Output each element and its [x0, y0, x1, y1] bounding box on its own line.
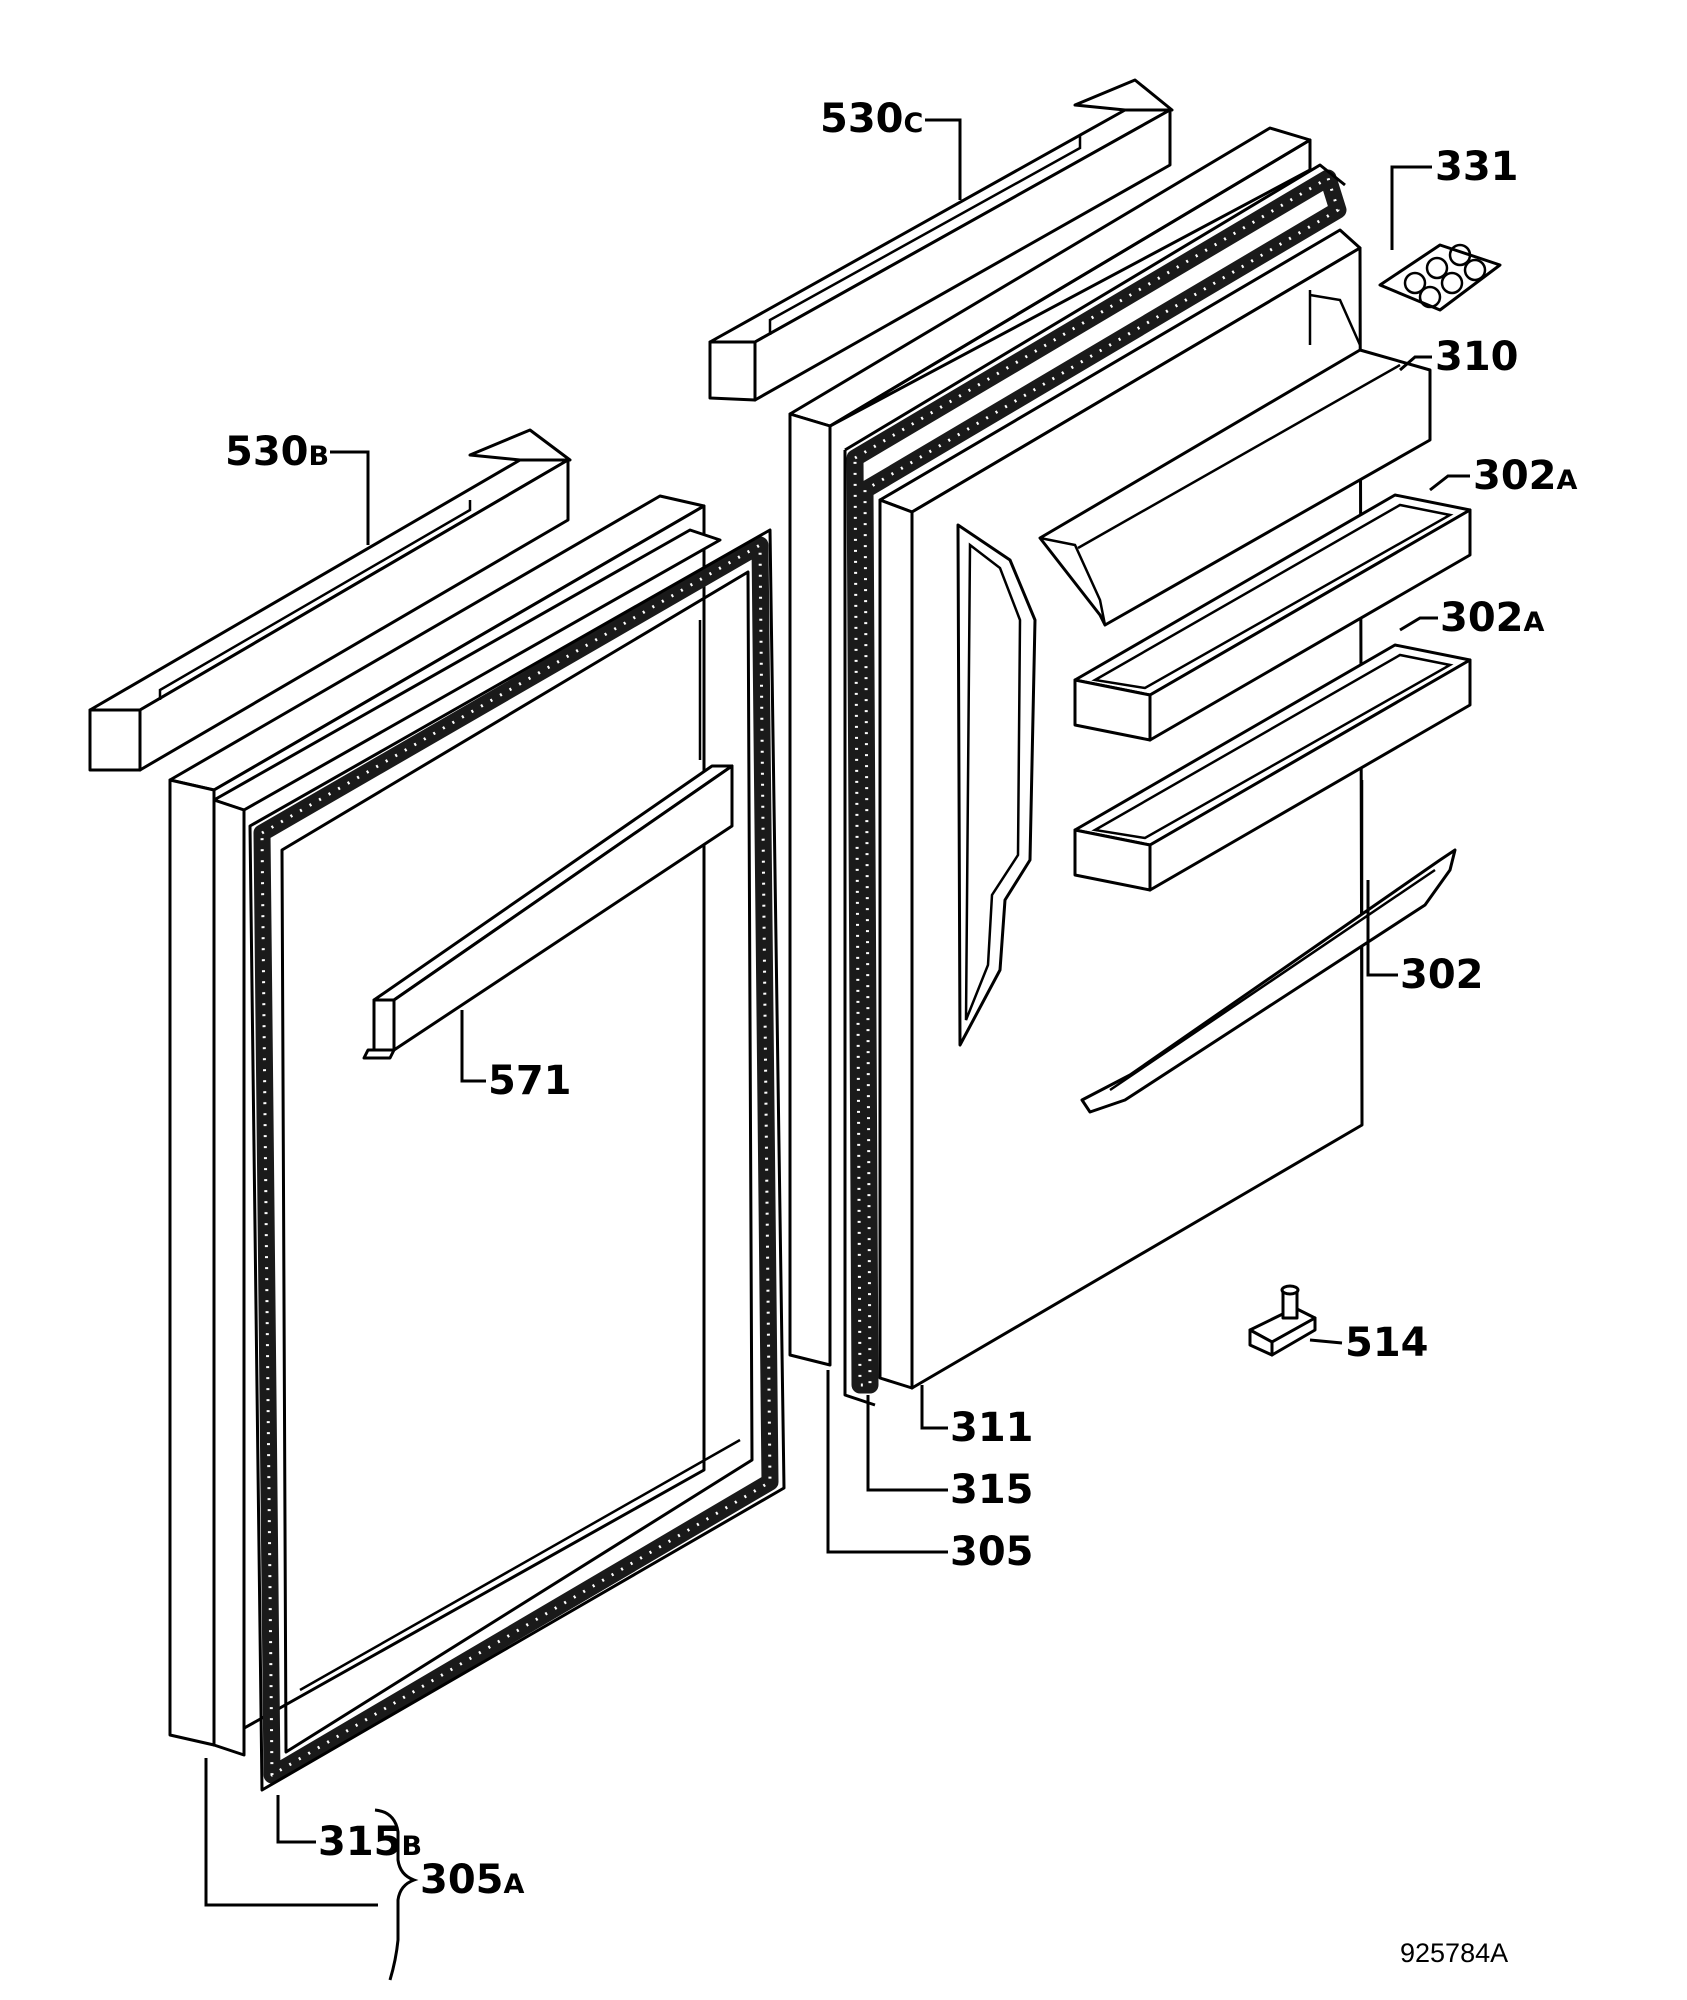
part-302-shelf-rail — [1080, 848, 1457, 1114]
part-302a-shelf-lower — [1073, 643, 1472, 892]
label-311: 311 — [950, 1405, 1034, 1451]
label-331: 331 — [1435, 144, 1519, 190]
part-302a-shelf-upper — [1073, 493, 1472, 742]
brace-305a — [374, 1808, 419, 1981]
label-310: 310 — [1435, 334, 1519, 380]
leader-lines — [204, 118, 1470, 1907]
part-315-gasket — [843, 163, 1347, 1407]
part-inner-liner — [212, 528, 722, 1757]
part-315b-gasket — [248, 528, 786, 1792]
label-514: 514 — [1345, 1320, 1429, 1366]
drawing-reference-number: 925784A — [1400, 1938, 1508, 1968]
part-310-shelf-cover — [1038, 293, 1432, 627]
part-305-outer-door — [788, 126, 1312, 1367]
label-305a: 305A — [420, 1857, 525, 1903]
part-331-egg-tray — [1378, 243, 1502, 312]
label-305: 305 — [950, 1529, 1034, 1575]
label-302a-upper: 302A — [1473, 453, 1578, 499]
part-571-strip — [362, 764, 734, 1060]
label-315: 315 — [950, 1467, 1034, 1513]
label-530c: 530C — [820, 96, 923, 142]
label-302: 302 — [1400, 952, 1484, 998]
label-530b: 530B — [225, 429, 329, 475]
part-530b-top-trim — [88, 428, 572, 772]
label-571: 571 — [488, 1058, 572, 1104]
label-315b: 315B — [318, 1819, 422, 1865]
part-514-hinge-pin — [1248, 1284, 1317, 1357]
part-liner-emboss — [956, 523, 1037, 1047]
part-530c-top-trim — [708, 78, 1174, 402]
label-302a-lower: 302A — [1440, 595, 1545, 641]
